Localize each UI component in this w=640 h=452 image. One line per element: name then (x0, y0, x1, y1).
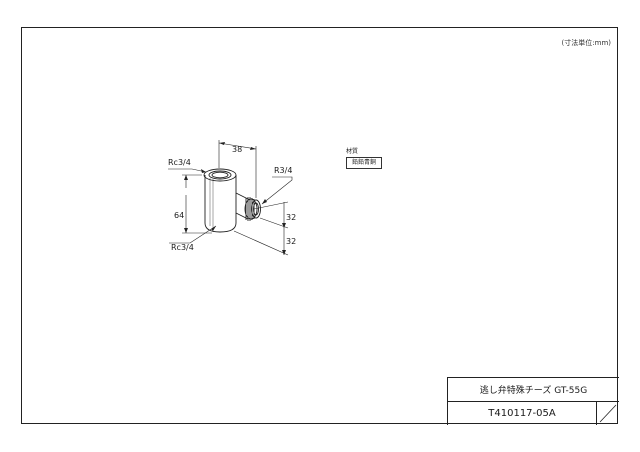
dimension-offset-upper: 32 (286, 213, 296, 222)
dimension-height: 64 (174, 211, 184, 220)
dimension-width: 38 (232, 145, 242, 154)
material-label: 材質 (346, 148, 359, 155)
title-block: 逃し弁特殊チーズ GT-55G T410117-05A (447, 377, 619, 425)
revision-slash-icon (599, 404, 617, 423)
revision-cell (597, 402, 619, 425)
material-value: 鉛鉛青銅 (346, 157, 383, 169)
product-name: 逃し弁特殊チーズ GT-55G (448, 378, 619, 402)
material-spec: 材質 鉛鉛青銅 (346, 146, 383, 169)
dimension-lines (168, 140, 293, 256)
drawing-sheet: (寸法単位:mm) (21, 27, 619, 425)
dimension-offset-lower: 32 (286, 237, 296, 246)
callout-top-thread: Rc3/4 (168, 158, 191, 167)
dimension-arrows (184, 142, 286, 255)
tee-body (203, 168, 261, 233)
callout-side-thread: R3/4 (274, 166, 292, 175)
title-bottom-row: T410117-05A (448, 402, 619, 425)
part-drawing: 38 64 32 32 Rc3/4 Rc3/4 R3/4 (168, 140, 296, 256)
drawing-number: T410117-05A (448, 402, 597, 425)
callout-bottom-thread: Rc3/4 (171, 243, 194, 252)
unit-note: (寸法単位:mm) (561, 39, 611, 47)
